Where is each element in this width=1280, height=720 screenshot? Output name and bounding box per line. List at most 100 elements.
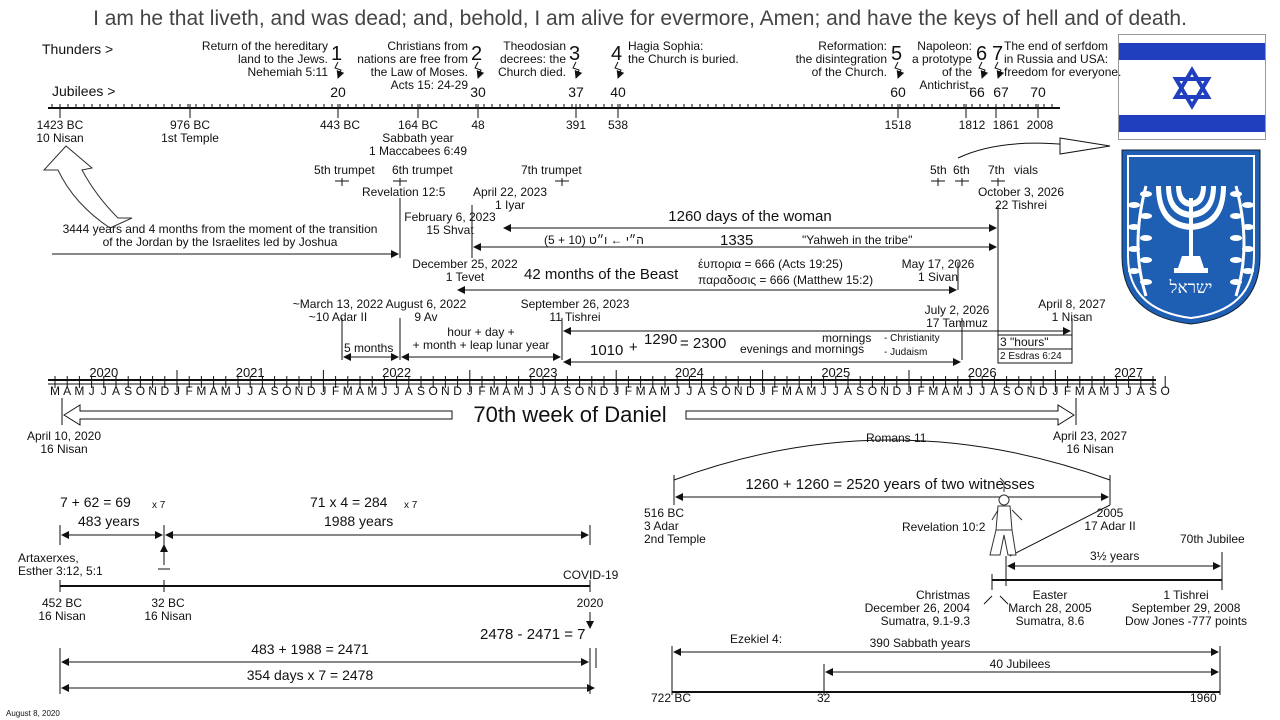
year-722bc: 722 BC — [651, 691, 692, 705]
month-label: S — [124, 384, 133, 398]
month-label: A — [990, 384, 999, 398]
month-label: J — [979, 384, 986, 398]
month-label: O — [867, 384, 878, 398]
olive-branch-icon — [1136, 185, 1246, 297]
olive-leaf-icon — [1140, 279, 1152, 285]
week70-label: 70th week of Daniel — [473, 402, 667, 427]
eq-2300: = 2300 — [680, 335, 727, 352]
month-label: F — [624, 384, 633, 398]
month-label: O — [574, 384, 585, 398]
jubilee-20: 20 — [330, 84, 346, 100]
greek-euporia: έυπορια = 666 (Acts 19:25) — [698, 257, 843, 271]
greek-paradosis: παραδοσις = 666 (Matthew 15:2) — [698, 273, 874, 287]
year-538: 538 — [607, 118, 629, 132]
mornings-label: mornings — [822, 331, 872, 345]
ezekiel-4: Ezekiel 4: — [730, 632, 783, 646]
month-label: S — [709, 384, 718, 398]
month-label: O — [428, 384, 438, 398]
romans-11: Romans 11 — [866, 431, 927, 445]
month-label: J — [540, 384, 546, 398]
month-label: S — [1002, 384, 1011, 398]
vial-6: 6th — [953, 163, 970, 177]
year-976bc: 976 BC 1st Temple — [161, 118, 219, 145]
month-label: S — [1148, 384, 1157, 398]
month-label: M — [220, 384, 231, 398]
eq-2471: 483 + 1988 = 2471 — [251, 641, 369, 657]
date-jul2-2026: July 2, 2026 17 Tammuz — [924, 303, 990, 330]
month-label: M — [74, 384, 85, 398]
thunder-7: 7 — [992, 43, 1004, 65]
year-164bc: 164 BC Sabbath year 1 Maccabees 6:49 — [368, 118, 468, 158]
month-label: A — [355, 384, 364, 398]
month-label: J — [906, 384, 912, 398]
year-1812: 1812 — [958, 118, 986, 132]
yahweh-tribe: "Yahweh in the tribe" — [802, 233, 913, 247]
year-label: 2023 — [528, 365, 558, 380]
month-label: N — [1026, 384, 1036, 398]
month-label: J — [320, 384, 327, 398]
revelation-10-2: Revelation 10:2 — [902, 520, 986, 534]
year-1423bc: 1423 BC 10 Nisan — [36, 118, 84, 145]
jubilee-70: 70 — [1030, 84, 1046, 100]
eq-284-x7: x 7 — [404, 500, 418, 511]
date-516bc: 516 BC 3 Adar 2nd Temple — [644, 506, 706, 546]
jubilee-66: 66 — [969, 84, 985, 100]
month-label: D — [1038, 384, 1048, 398]
years-483: 483 years — [78, 513, 140, 529]
month-label: N — [148, 384, 157, 398]
month-label: F — [917, 384, 925, 398]
eq-2478: 354 days x 7 = 2478 — [246, 667, 374, 683]
olive-leaf-icon — [1242, 268, 1254, 274]
olive-leaf-icon — [1242, 246, 1254, 252]
olive-leaf-icon — [1230, 279, 1242, 285]
month-label: M — [50, 384, 60, 398]
month-label: M — [635, 384, 646, 398]
date-apr22-2023: April 22, 2023 1 Iyar — [472, 185, 548, 212]
month-label: J — [832, 384, 839, 398]
thunder-2: 2 — [471, 43, 483, 65]
top-ruler-ticks — [51, 104, 1053, 108]
month-label: J — [1113, 384, 1120, 398]
jubilee-30: 30 — [470, 84, 486, 100]
month-label: J — [1125, 384, 1132, 398]
month-label: J — [759, 384, 766, 398]
date-mar13-2022: ~March 13, 2022 ~10 Adar II — [292, 297, 384, 324]
star-of-david-icon — [1172, 66, 1212, 110]
year-label: 2024 — [674, 365, 704, 380]
olive-leaf-icon — [1230, 191, 1242, 197]
month-label: D — [160, 384, 170, 398]
date-aug6-2022: August 6, 2022 9 Av — [385, 297, 467, 324]
eq-1010: 1010 — [590, 342, 624, 359]
flag-stripe-top — [1119, 43, 1265, 60]
month-label: N — [587, 384, 597, 398]
month-label: F — [478, 384, 486, 398]
note-hagia-sophia: Hagia Sophia: the Church is buried. — [628, 39, 739, 66]
months-5: 5 months — [344, 341, 394, 355]
trumpet-7: 7th trumpet — [521, 163, 582, 177]
olive-leaf-icon — [1140, 257, 1152, 263]
month-label: M — [660, 384, 670, 398]
note-acts: Christians from nations are free from th… — [357, 39, 468, 92]
trumpet-5: 5th trumpet — [314, 163, 375, 177]
month-label: A — [111, 384, 120, 398]
month-label: M — [513, 384, 524, 398]
month-label: S — [270, 384, 279, 398]
month-label: F — [331, 384, 340, 398]
month-label: A — [551, 384, 560, 398]
month-label: D — [306, 384, 316, 398]
month-label: J — [527, 384, 534, 398]
thunders-label: Thunders > — [42, 41, 114, 57]
olive-leaf-icon — [1140, 191, 1152, 197]
month-label: M — [196, 384, 207, 398]
olive-leaf-icon — [1140, 235, 1152, 241]
month-label: M — [806, 384, 817, 398]
year-2008: 2008 — [1026, 118, 1054, 132]
month-label: J — [466, 384, 473, 398]
thunder-3: 3 — [569, 43, 581, 65]
eq-plus: + — [629, 339, 638, 356]
year-label: 2020 — [89, 365, 119, 380]
month-label: D — [453, 384, 462, 398]
note-napoleon: Napoleon: a prototype of the Antichrist. — [911, 39, 972, 92]
month-label: J — [235, 384, 241, 398]
